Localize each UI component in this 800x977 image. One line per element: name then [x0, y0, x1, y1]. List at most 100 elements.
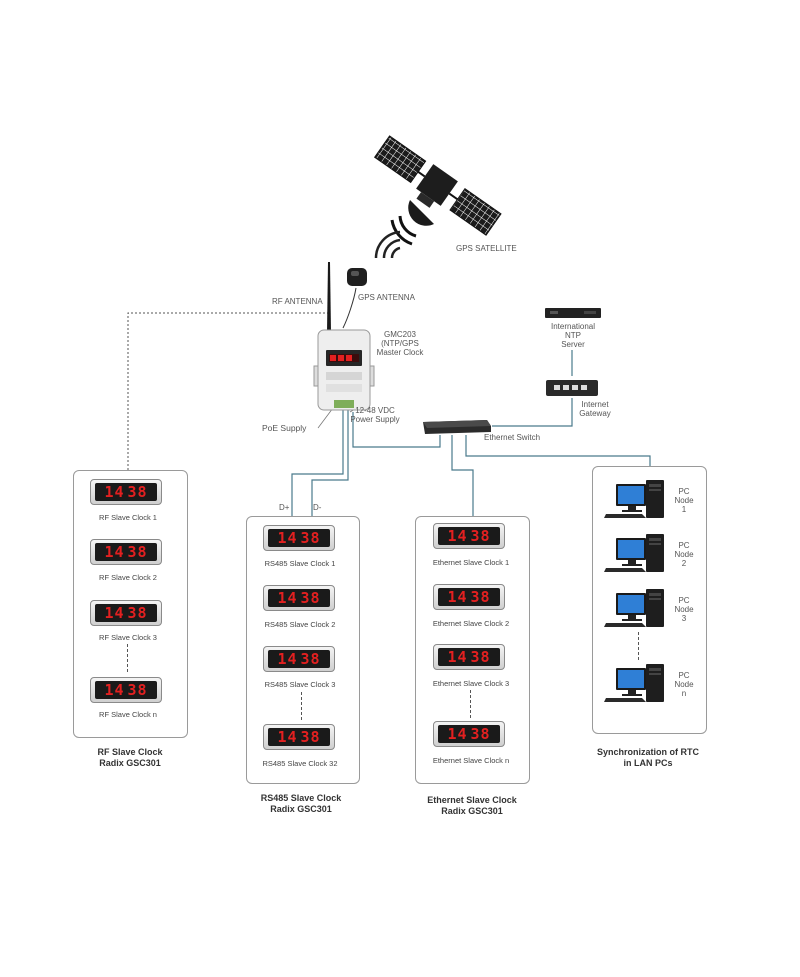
internet-gateway-label: Internet Gateway [570, 400, 620, 418]
pc-node-n-icon [604, 664, 664, 702]
pc-node-3-text-2: Node [674, 605, 694, 615]
pc-node-2-text-2: Node [674, 550, 694, 560]
pc-caption-subtitle: in LAN PCs [623, 758, 673, 769]
pc-node-3-text-3: 3 [681, 614, 687, 624]
rf-link-line [127, 312, 328, 470]
rs485-d-minus-line [311, 408, 349, 518]
gps-antenna-icon [347, 268, 367, 286]
clock-hours: 14 [277, 529, 298, 547]
clock-minutes: 38 [300, 728, 321, 746]
master-switch-line [352, 412, 441, 448]
master-clock-desc: Master Clock [376, 348, 424, 358]
gps-antenna-label: GPS ANTENNA [358, 293, 415, 302]
pc-node-1-label: PC Node 1 [672, 487, 696, 515]
clock-minutes: 38 [127, 543, 148, 561]
d-plus-label: D+ [279, 503, 290, 512]
rf-slave-clock-n-label: RF Slave Clock n [99, 710, 157, 719]
rf-slave-clock-3-label: RF Slave Clock 3 [99, 633, 157, 642]
power-supply-label: 12-48 VDC Power Supply [348, 406, 402, 424]
clock-minutes: 38 [300, 650, 321, 668]
rf-caption-title: RF Slave Clock [97, 747, 163, 757]
ntp-server-text-1: International [550, 322, 596, 331]
ethernet-caption-title: Ethernet Slave Clock [427, 795, 517, 805]
clock-minutes: 38 [470, 588, 491, 606]
pc-node-n-text-2: Node [674, 680, 694, 690]
rs485-caption-model: Radix GSC301 [270, 804, 332, 815]
master-clock-type: (NTP/GPS [381, 339, 419, 349]
clock-hours: 14 [277, 650, 298, 668]
clock-minutes: 38 [127, 483, 148, 501]
gps-antenna-cable [342, 287, 357, 329]
clock-hours: 14 [277, 728, 298, 746]
ntp-server-text-3: Server [561, 340, 585, 350]
rs485-caption-title: RS485 Slave Clock [260, 793, 342, 803]
ethernet-slave-clock-n-label: Ethernet Slave Clock n [432, 756, 510, 765]
clock-minutes: 38 [300, 589, 321, 607]
clock-hours: 14 [447, 648, 468, 666]
clock-hours: 14 [104, 543, 125, 561]
ethernet-slave-clock-3-label: Ethernet Slave Clock 3 [432, 679, 510, 688]
ethernet-ellipsis-line [470, 690, 471, 718]
rf-slave-clock-2-label: RF Slave Clock 2 [99, 573, 157, 582]
clock-hours: 14 [447, 527, 468, 545]
clock-minutes: 38 [470, 725, 491, 743]
master-clock-model: GMC203 [383, 330, 416, 339]
gateway-text-1: Internet [581, 400, 609, 409]
power-supply-voltage: 12-48 VDC [355, 406, 395, 415]
internet-gateway-icon [546, 380, 598, 396]
rs485-ellipsis-line [301, 692, 302, 720]
pc-node-2-label: PC Node 2 [672, 541, 696, 569]
clock-hours: 14 [447, 588, 468, 606]
rf-caption-model: Radix GSC301 [99, 758, 161, 769]
gps-satellite-icon [373, 135, 502, 246]
poe-supply-label: PoE Supply [262, 423, 307, 433]
pc-node-1-icon [604, 480, 664, 518]
ntp-server-text-2: NTP [565, 331, 581, 341]
clock-minutes: 38 [470, 527, 491, 545]
pc-node-n-text-1: PC [678, 671, 690, 680]
rs485-slave-clock-3-label: RS485 Slave Clock 3 [264, 680, 336, 689]
rs485-slave-clock-2-label: RS485 Slave Clock 2 [264, 620, 336, 629]
pc-node-1-text-3: 1 [681, 505, 687, 515]
pc-node-3-label: PC Node 3 [672, 596, 696, 624]
switch-gateway-line [492, 398, 573, 427]
clock-minutes: 38 [127, 681, 148, 699]
pc-caption-title: Synchronization of RTC [597, 747, 699, 757]
clock-hours: 14 [104, 604, 125, 622]
clock-hours: 14 [104, 483, 125, 501]
pc-node-3-text-1: PC [678, 596, 690, 605]
rf-slave-clock-1-label: RF Slave Clock 1 [99, 513, 157, 522]
ethernet-slave-clock-2-label: Ethernet Slave Clock 2 [432, 619, 510, 628]
pc-node-2-text-3: 2 [681, 559, 687, 569]
pc-ellipsis-line [638, 632, 639, 660]
rf-group-caption: RF Slave Clock Radix GSC301 [60, 747, 200, 770]
clock-minutes: 38 [127, 604, 148, 622]
master-clock-device [313, 329, 375, 411]
pc-group-caption: Synchronization of RTC in LAN PCs [578, 747, 718, 770]
ethernet-group-caption: Ethernet Slave Clock Radix GSC301 [402, 795, 542, 818]
clock-hours: 14 [447, 725, 468, 743]
clock-hours: 14 [277, 589, 298, 607]
rf-antenna-icon [327, 262, 331, 332]
poe-pointer-line [317, 407, 334, 429]
switch-pc-line [465, 435, 651, 466]
rf-ellipsis-line [127, 644, 128, 672]
pc-node-n-text-3: n [681, 689, 687, 699]
pc-node-2-icon [604, 534, 664, 572]
ethernet-switch-icon [423, 420, 491, 434]
gps-satellite-label: GPS SATELLITE [456, 244, 517, 253]
clock-minutes: 38 [300, 529, 321, 547]
clock-minutes: 38 [470, 648, 491, 666]
ethernet-switch-label: Ethernet Switch [484, 433, 541, 442]
ntp-server-icon [545, 308, 601, 318]
rf-antenna-label: RF ANTENNA [272, 297, 323, 306]
power-supply-text: Power Supply [350, 415, 400, 425]
